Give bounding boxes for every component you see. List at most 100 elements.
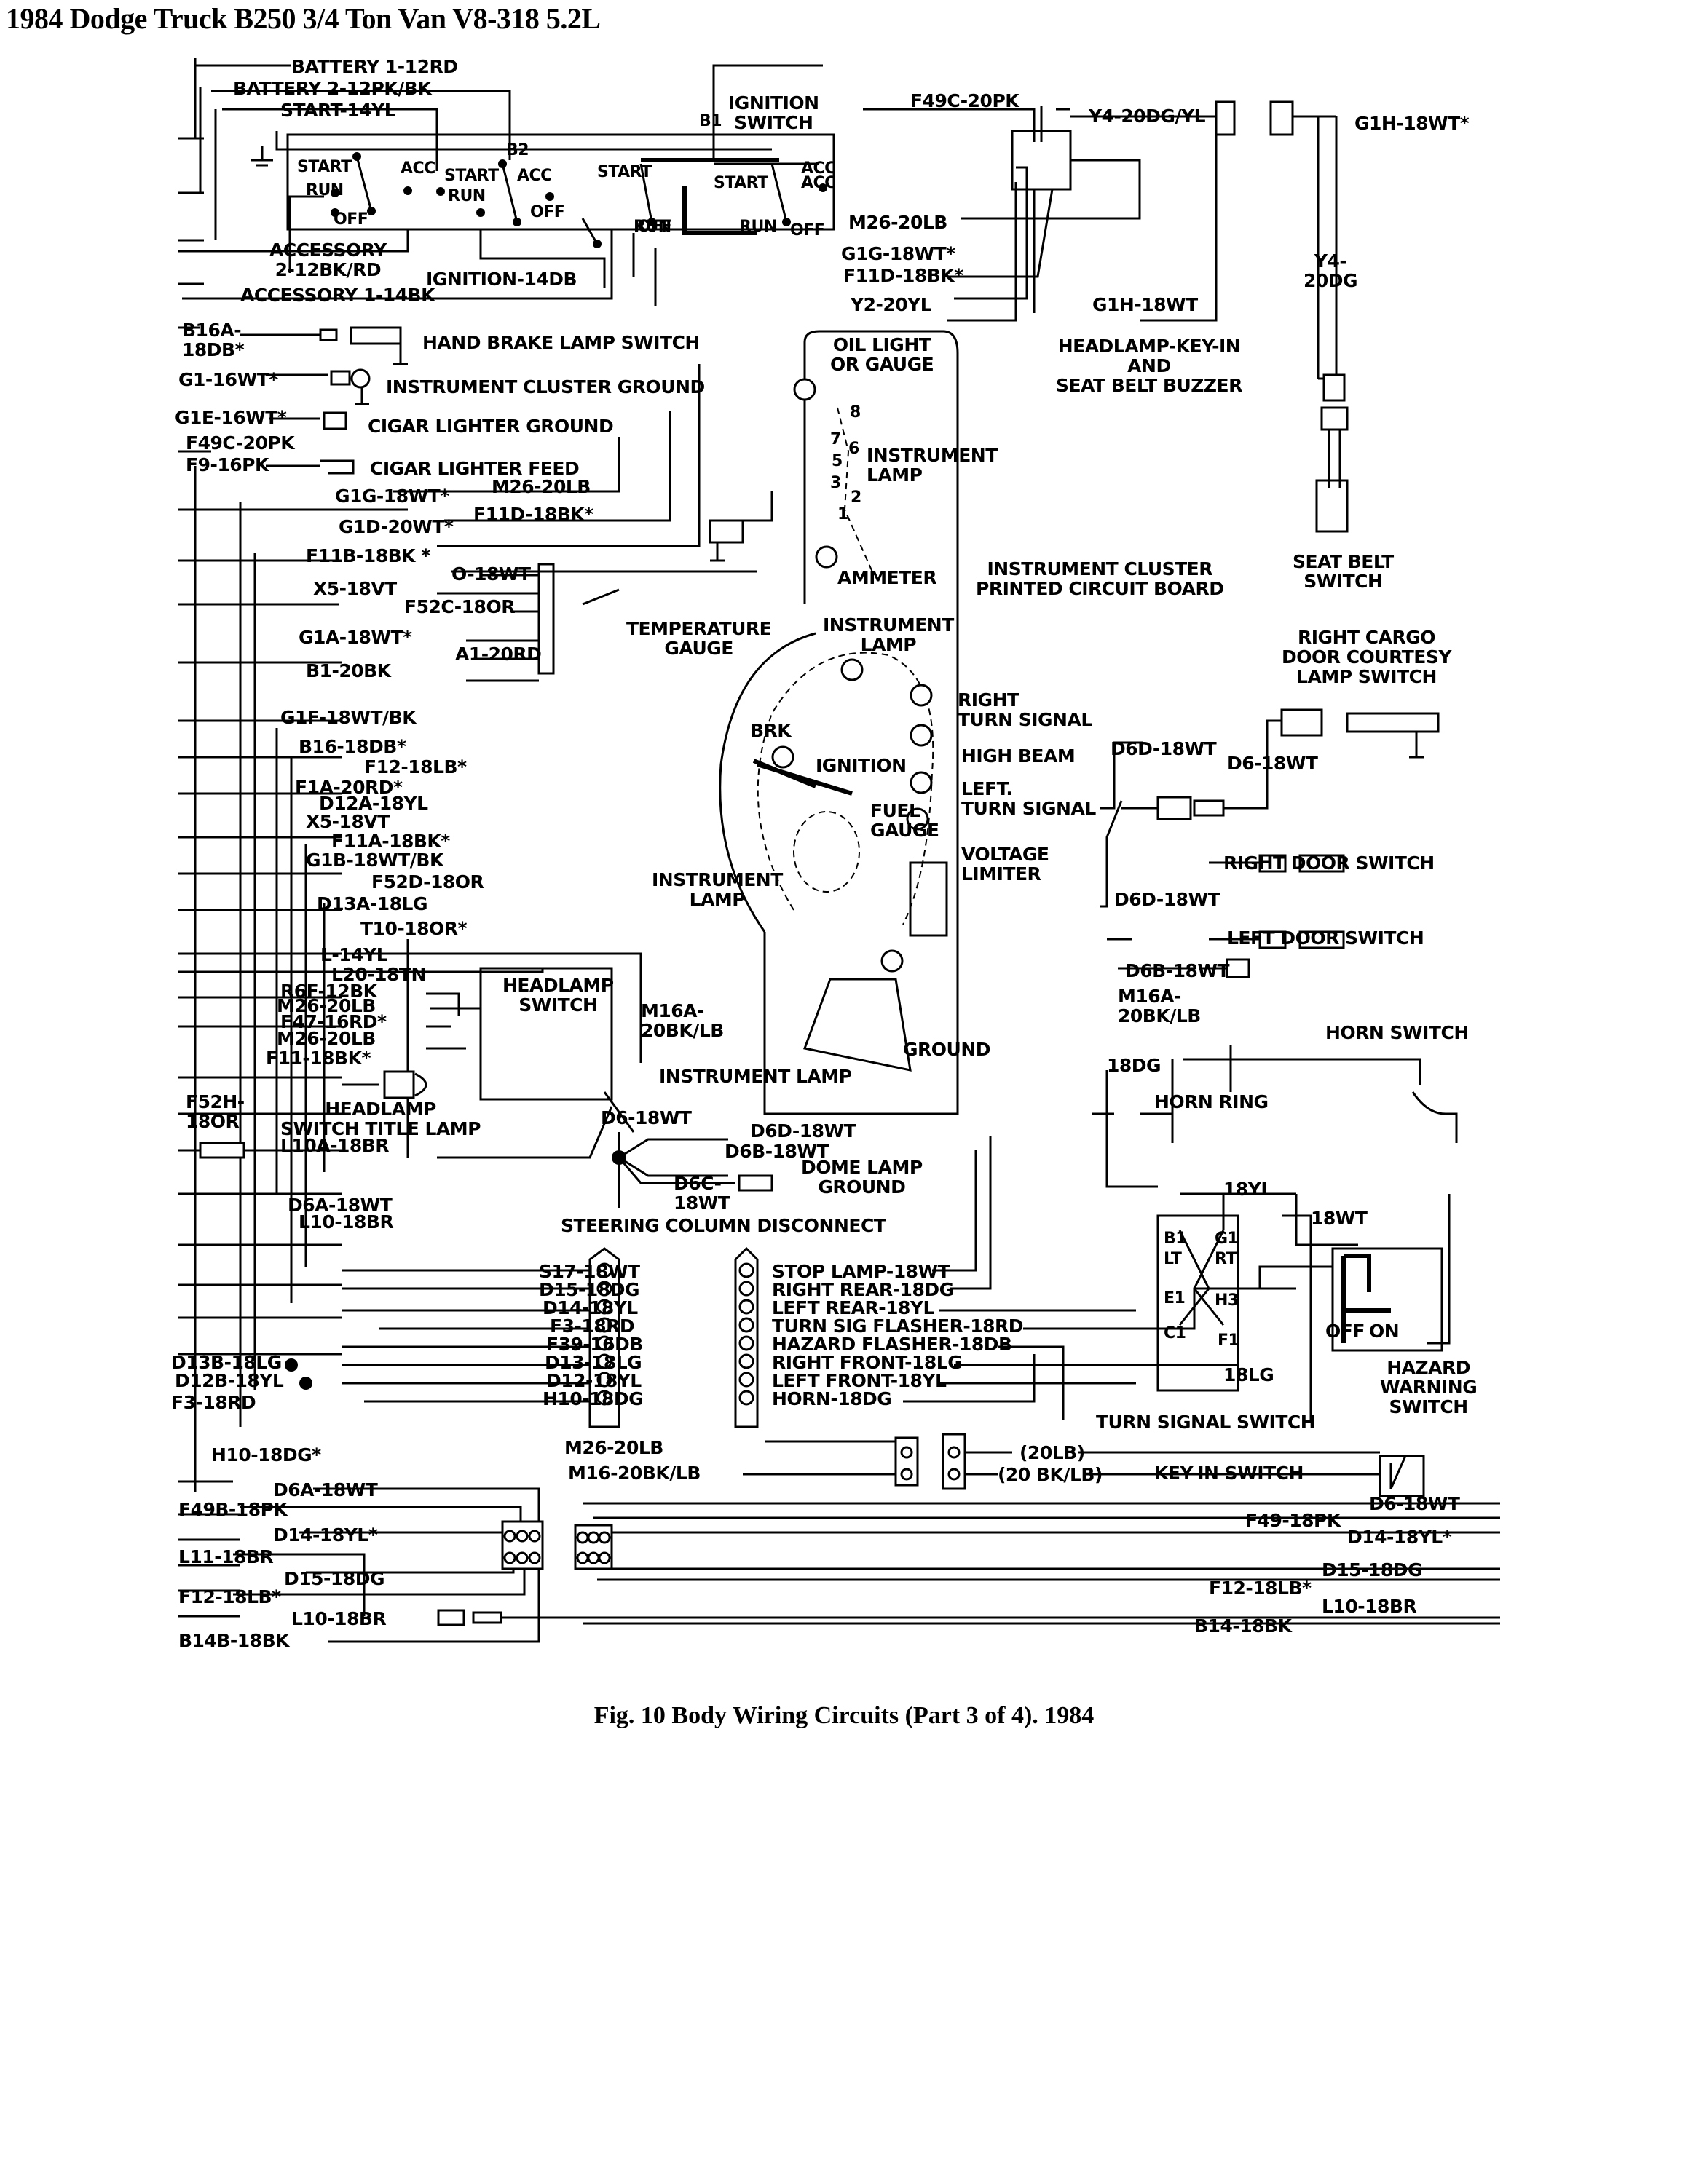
wire-label-right-rear: RIGHT REAR-18DG <box>772 1279 954 1300</box>
connector-pin <box>587 1551 600 1564</box>
component-label-seat-belt-switch: SEAT BELT SWITCH <box>1293 551 1394 592</box>
wire-label-m26-mid: M26-20LB <box>492 476 591 497</box>
wire-label-f12-low: F12-18LB* <box>178 1586 281 1607</box>
component-label-ammeter: AMMETER <box>837 567 937 588</box>
connector-pin <box>738 1335 754 1351</box>
wire-label-b16: B16-18DB* <box>299 736 406 757</box>
wire-label-g1g-top: G1G-18WT* <box>841 243 955 264</box>
wire-label-d6-mid: D6-18WT <box>601 1107 692 1128</box>
wire-label-f11b: F11B-18BK * <box>306 545 430 566</box>
connector-pin <box>738 1372 754 1388</box>
connector-pin <box>528 1551 541 1564</box>
ignition-position-label: OFF <box>334 210 368 229</box>
oil-gauge-pin-label: 2 <box>851 488 861 507</box>
component-label-right-cargo: RIGHT CARGO DOOR COURTESY LAMP SWITCH <box>1282 627 1451 687</box>
wire-label-b16a: B16A- 18DB* <box>182 320 245 360</box>
door-switches <box>1092 708 1458 1188</box>
wire-label-d12: D12-18YL <box>546 1370 642 1391</box>
wire-label-f9: F9-16PK <box>186 454 269 475</box>
component-label-horn-switch: HORN SWITCH <box>1325 1022 1469 1043</box>
component-label-cluster-ground: INSTRUMENT CLUSTER GROUND <box>386 376 705 397</box>
connector-pin <box>596 1372 612 1388</box>
turn-switch-terminal-label: G1 <box>1215 1230 1239 1248</box>
connector-pin <box>596 1390 612 1406</box>
wire-label-left-front: LEFT FRONT-18YL <box>772 1370 947 1391</box>
connector-pin <box>738 1262 754 1278</box>
wire-label-d12a: D12A-18YL <box>319 793 428 814</box>
wire-label-y2: Y2-20YL <box>851 294 932 315</box>
component-label-off: OFF <box>1325 1321 1365 1342</box>
wire-label-accessory2: ACCESSORY 2-12BK/RD <box>269 240 387 280</box>
connector-pin <box>598 1551 611 1564</box>
component-label-headlamp-title-lamp: HEADLAMP SWITCH TITLE LAMP <box>280 1099 481 1139</box>
wire-label-m26-top: M26-20LB <box>848 212 947 233</box>
wire-label-m26-b: M26-20LB <box>277 1028 376 1049</box>
wire-label-g1a: G1A-18WT* <box>299 627 412 648</box>
wire-label-d14-sc: D14-18YL <box>543 1297 638 1318</box>
ignition-position-label: START <box>597 163 652 181</box>
wire-label-d6b-door: D6B-18WT <box>1125 960 1230 981</box>
wire-label-l14: L-14YL <box>320 944 388 965</box>
turn-switch-terminal-label: B1 <box>1164 1230 1187 1248</box>
headlamp-switch-symbol <box>186 952 773 1208</box>
wire-label-h10-star: H10-18DG* <box>211 1444 321 1465</box>
wire-label-f49c-left: F49C-20PK <box>186 432 295 454</box>
connector-pin <box>596 1281 612 1297</box>
component-label-pcb: INSTRUMENT CLUSTER PRINTED CIRCUIT BOARD <box>976 558 1224 599</box>
ignition-position-label: RUN <box>306 181 344 199</box>
component-label-headlamp-switch: HEADLAMP SWITCH <box>502 975 614 1016</box>
component-label-brk: BRK <box>750 720 792 741</box>
wire-label-d13b: D13B-18LG <box>171 1352 282 1373</box>
wire-label-d13a: D13A-18LG <box>317 893 428 914</box>
wire-label-stop-lamp: STOP LAMP-18WT <box>772 1261 950 1282</box>
wire-label-d6a-low: D6A-18WT <box>273 1479 378 1500</box>
wire-label-s17: S17-18WT <box>539 1261 640 1282</box>
wire-label-ignition: IGNITION-14DB <box>426 269 577 290</box>
ignition-position-label: START <box>444 167 499 185</box>
connector-pin <box>516 1551 529 1564</box>
connector-pin <box>576 1551 589 1564</box>
wire-label-lb20: (20LB) <box>1019 1442 1085 1463</box>
connector-pin <box>596 1353 612 1369</box>
component-label-cigar-feed: CIGAR LIGHTER FEED <box>370 458 580 479</box>
wire-label-l20: L20-18TN <box>331 964 426 985</box>
component-label-dome-lamp-ground: DOME LAMP GROUND <box>801 1157 923 1198</box>
wire-label-f49c-top: F49C-20PK <box>910 90 1019 111</box>
wire-label-d6c: D6C- 18WT <box>674 1173 730 1214</box>
connector-pin <box>596 1262 612 1278</box>
ignition-position-label: START <box>714 174 768 192</box>
oil-gauge-pin-label: 8 <box>850 403 861 422</box>
ignition-position-label: RUN <box>739 218 777 236</box>
wire-label-d15-sc: D15-18DG <box>539 1279 639 1300</box>
wire-label-d6d-a: D6D-18WT <box>1111 738 1217 759</box>
turn-switch-terminal-label: E1 <box>1164 1289 1186 1307</box>
wire-label-b14b: B14B-18BK <box>178 1630 290 1651</box>
component-label-right-turn: RIGHT TURN SIGNAL <box>958 689 1092 730</box>
wire-label-o18: O-18WT <box>451 563 531 585</box>
component-label-ignition-switch: IGNITION SWITCH <box>728 92 819 133</box>
wire-label-l10a: L10A-18BR <box>280 1135 390 1156</box>
ignition-position-label: START <box>297 158 352 176</box>
connector-pin <box>598 1531 611 1544</box>
component-label-high-beam: HIGH BEAM <box>961 745 1076 767</box>
wire-label-battery2: BATTERY 2-12PK/BK <box>233 78 432 99</box>
connector-pin <box>596 1317 612 1333</box>
wire-label-f12-r: F12-18LB* <box>1209 1578 1312 1599</box>
ignition-terminal-label: B1 <box>699 112 722 130</box>
wire-label-g1e: G1E-16WT* <box>175 407 287 428</box>
component-label-horn-ring: HORN RING <box>1154 1091 1269 1112</box>
wire-label-f52d: F52D-18OR <box>371 871 484 893</box>
component-label-on: ON <box>1369 1321 1400 1342</box>
wire-label-d14-low: D14-18YL* <box>273 1524 378 1546</box>
bottom-connectors <box>233 1487 1500 1643</box>
wire-label-accessory1: ACCESSORY 1-14BK <box>240 285 435 306</box>
wire-label-hazard-flasher: HAZARD FLASHER-18DB <box>772 1334 1012 1355</box>
oil-gauge-pin-label: 5 <box>832 452 843 470</box>
ignition-position-label: RUN <box>634 218 671 236</box>
wire-label-b14-r: B14-18BK <box>1194 1615 1292 1637</box>
left-components <box>240 326 773 682</box>
oil-gauge-pin-label: 6 <box>848 440 859 458</box>
oil-gauge-pin-label: 7 <box>830 430 841 448</box>
component-label-right-door: RIGHT DOOR SWITCH <box>1223 852 1435 874</box>
